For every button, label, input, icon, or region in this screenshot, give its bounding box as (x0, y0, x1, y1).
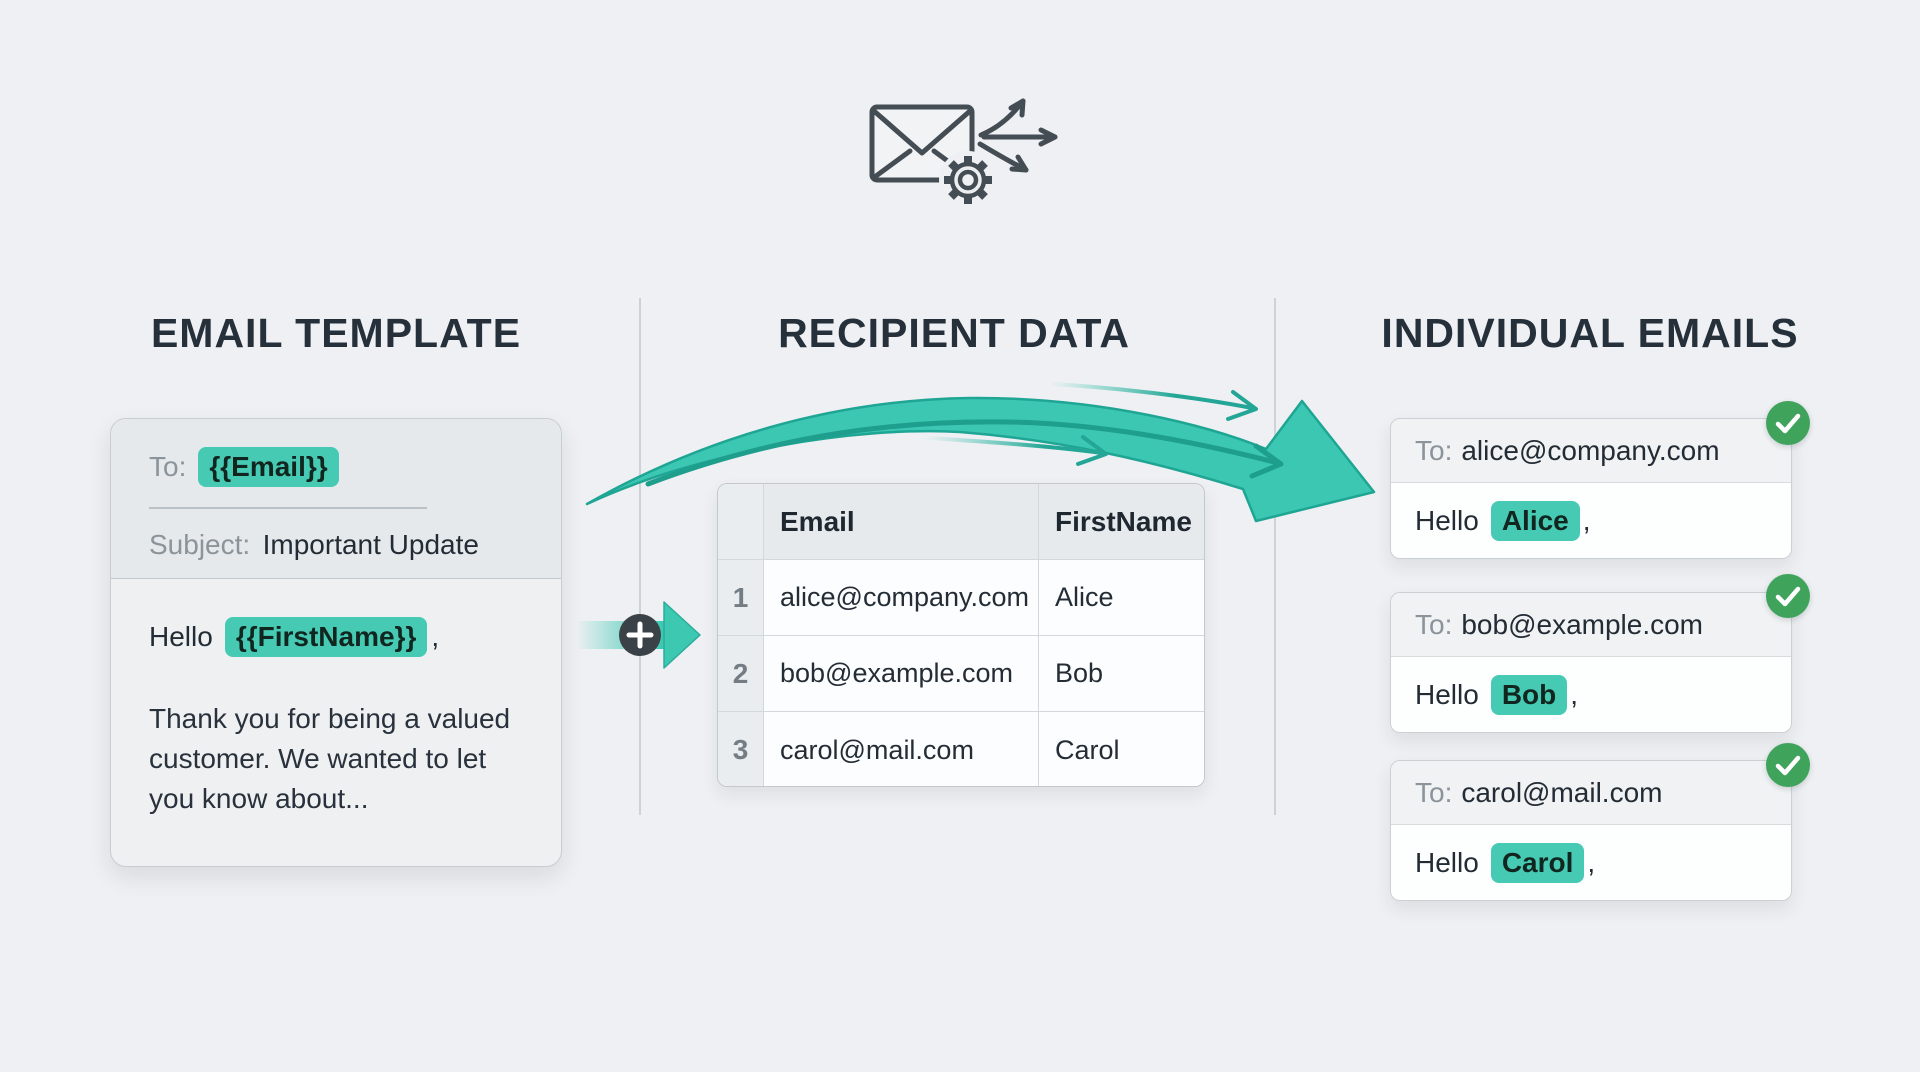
individual-email-card: To: bob@example.com Hello Bob , (1390, 592, 1792, 733)
individual-email-card: To: alice@company.com Hello Alice , (1390, 418, 1792, 559)
to-label: To: (1415, 608, 1453, 640)
greeting-suffix: , (1587, 847, 1596, 878)
template-body-text: Thank you for being a valued customer. W… (149, 699, 561, 819)
merged-name-chip: Carol (1490, 843, 1585, 883)
speed-arrow-top (1050, 382, 1258, 421)
greeting-suffix: , (431, 621, 440, 652)
greeting-suffix: , (1570, 679, 1579, 710)
check-icon (1775, 413, 1801, 434)
greeting-prefix: Hello (1415, 847, 1479, 878)
cell-email: bob@example.com (764, 636, 1039, 712)
row-number: 1 (718, 560, 764, 636)
template-card-body: Hello {{FirstName}} , Thank you for bein… (111, 579, 561, 819)
success-check-badge (1766, 401, 1810, 445)
email-card-body: Hello Carol , (1391, 825, 1791, 900)
to-label: To: (1415, 776, 1453, 808)
to-label: To: (1415, 434, 1453, 466)
table-corner-cell (718, 484, 764, 560)
row-number: 3 (718, 712, 764, 786)
column-title-individual-emails: INDIVIDUAL EMAILS (1381, 310, 1799, 356)
merged-name-chip: Alice (1490, 501, 1580, 541)
cell-email: alice@company.com (764, 560, 1039, 636)
subject-label: Subject: (149, 529, 251, 560)
email-variable-chip: {{Email}} (198, 447, 339, 487)
email-card-header: To: bob@example.com (1391, 593, 1791, 657)
mail-merge-icon (869, 98, 1058, 209)
gear-icon (939, 151, 997, 209)
connector-arrowhead (663, 601, 701, 669)
speed-arrow-bottom (926, 435, 1108, 466)
body-line: Thank you for being a valued (149, 703, 511, 734)
to-address: alice@company.com (1461, 434, 1720, 466)
email-card-header: To: carol@mail.com (1391, 761, 1791, 825)
firstname-variable-chip: {{FirstName}} (224, 617, 428, 657)
cell-firstname: Alice (1039, 560, 1204, 636)
cell-email: carol@mail.com (764, 712, 1039, 786)
check-icon (1775, 755, 1801, 776)
column-title-recipient-data: RECIPIENT DATA (778, 310, 1130, 356)
template-to-row: To: {{Email}} (149, 447, 525, 487)
cell-firstname: Bob (1039, 636, 1204, 712)
column-divider-left (639, 298, 641, 815)
email-card-body: Hello Alice , (1391, 483, 1791, 558)
email-card-body: Hello Bob , (1391, 657, 1791, 732)
greeting-prefix: Hello (1415, 679, 1479, 710)
table-header-firstname: FirstName (1039, 484, 1204, 560)
inner-motion-arrow (645, 419, 1284, 487)
subject-value: Important Update (262, 529, 479, 560)
recipient-table: Email FirstName 1 alice@company.com Alic… (717, 483, 1205, 787)
cell-firstname: Carol (1039, 712, 1204, 786)
column-title-email-template: EMAIL TEMPLATE (150, 310, 522, 356)
table-header-email: Email (764, 484, 1039, 560)
to-label: To: (149, 451, 187, 482)
individual-email-card: To: carol@mail.com Hello Carol , (1390, 760, 1792, 901)
email-template-card: To: {{Email}} Subject: Important Update … (110, 418, 562, 867)
row-number: 2 (718, 636, 764, 712)
merged-name-chip: Bob (1490, 675, 1568, 715)
greeting-prefix: Hello (1415, 505, 1479, 536)
header-divider (149, 507, 427, 509)
success-check-badge (1766, 574, 1810, 618)
template-subject-row: Subject: Important Update (149, 527, 525, 568)
success-check-badge (1766, 743, 1810, 787)
column-divider-right (1274, 298, 1276, 815)
template-greeting: Hello {{FirstName}} , (149, 617, 561, 657)
to-address: bob@example.com (1461, 608, 1704, 640)
to-address: carol@mail.com (1461, 776, 1663, 808)
body-line: customer. We wanted to let (149, 743, 487, 774)
body-line: you know about... (149, 783, 369, 814)
email-card-header: To: alice@company.com (1391, 419, 1791, 483)
template-card-header: To: {{Email}} Subject: Important Update (111, 419, 561, 579)
greeting-suffix: , (1582, 505, 1591, 536)
check-icon (1775, 586, 1801, 607)
greeting-prefix: Hello (149, 621, 213, 652)
